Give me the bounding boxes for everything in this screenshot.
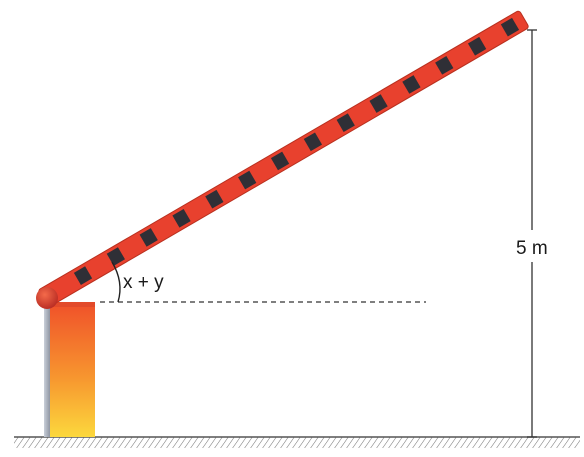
barrier-stripe bbox=[303, 132, 323, 152]
barrier-stripe bbox=[172, 208, 191, 228]
barrier-stripe bbox=[435, 56, 454, 75]
barrier-stripe bbox=[500, 17, 520, 37]
barrier-stripe bbox=[73, 266, 93, 285]
pivot-knob bbox=[36, 287, 58, 309]
barrier-stripe bbox=[270, 151, 290, 171]
barrier-stripe bbox=[139, 228, 158, 247]
barrier-stripe bbox=[467, 36, 487, 56]
height-label: 5 m bbox=[516, 238, 548, 259]
post-side-edge bbox=[44, 305, 50, 437]
barrier-post bbox=[44, 302, 95, 437]
barrier-stripe bbox=[238, 170, 257, 190]
ground-hatching bbox=[14, 437, 580, 448]
barrier-stripe bbox=[402, 75, 421, 94]
angle-arc bbox=[111, 261, 121, 303]
post-body bbox=[50, 305, 95, 437]
barrier-stripe bbox=[336, 113, 355, 133]
barrier-stripe bbox=[106, 247, 125, 266]
height-dimension: 5 m bbox=[516, 29, 548, 438]
barrier-stripe bbox=[369, 94, 388, 113]
barrier-stripe bbox=[205, 189, 224, 209]
angle-label: x + y bbox=[123, 272, 164, 293]
barrier-stripes bbox=[73, 17, 520, 285]
post-top-cap bbox=[44, 302, 95, 307]
ground bbox=[14, 436, 580, 448]
barrier-arm bbox=[38, 10, 529, 308]
